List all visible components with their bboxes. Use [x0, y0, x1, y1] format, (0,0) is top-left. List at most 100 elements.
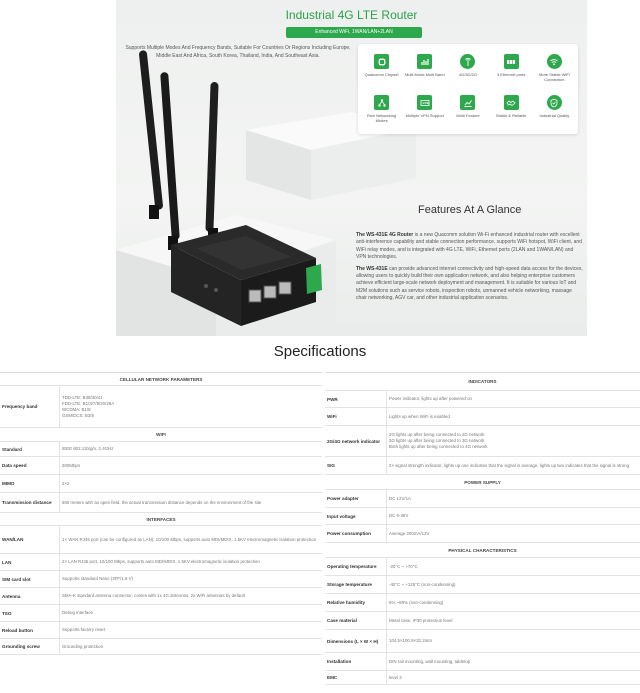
spec-value-line: IEEE 802.11b/g/n, 2.4GHz: [62, 446, 114, 451]
spec-key: Reload button: [0, 622, 60, 638]
glance-paragraph-2: The WS-431E can provide advanced interne…: [356, 266, 584, 303]
spec-value: Supports factory reset: [60, 622, 322, 638]
feature-stable: Stable & Reliable: [490, 89, 533, 130]
feature-multimode: Multi Mode Multi Band: [403, 48, 446, 89]
vpn-icon: [417, 95, 433, 110]
spec-value-line: 5% ~95% (non-condensing): [389, 599, 444, 605]
spec-key: Dimensions (L × W × H): [325, 630, 387, 652]
feature-label: More Stable WiFi Connection: [539, 72, 570, 82]
feature-qualcomm: Qualcomm Chipset: [360, 48, 403, 89]
spec-value-line: Power indicator, lights up after powered…: [389, 396, 472, 401]
hero-description: Supports Multiple Modes And Frequency Ba…: [125, 45, 351, 59]
wifi-icon: [546, 54, 562, 69]
spec-value-line: SMA-K standard antenna connector, comes …: [62, 593, 245, 598]
spec-value-line: FDD-LTE: B1/3/7/8/20/28A: [62, 400, 115, 406]
spec-value-line: -20°C ~ +70°C: [389, 563, 418, 569]
router-image: [116, 50, 416, 336]
spec-value-line: WCDMA: B1/8: [62, 406, 91, 412]
feature-networking: Rich Networking Modes: [360, 89, 403, 130]
feature-multi: Multi Feature: [446, 89, 489, 130]
spec-key: SIM card slot: [0, 571, 60, 587]
spec-value: Lights up when WiFi is enabled: [387, 408, 640, 425]
spec-value-line: DC 9-36V: [389, 513, 409, 518]
spec-row: Operating temperature-20°C ~ +70°C: [325, 558, 640, 576]
spec-value-line: 500 meters with an open field, the actua…: [62, 499, 262, 505]
spec-key: Case material: [325, 612, 387, 629]
spec-section-heading: CELLULAR NETWORK PARAMETERS: [0, 373, 322, 386]
specifications-title: Specifications: [273, 343, 367, 360]
glance-p1-text: is a new Quacomm solution Wi-Fi enhanced…: [356, 232, 582, 261]
spec-value: DC 9-36V: [387, 508, 640, 524]
spec-row: Storage temperature-40°C ~ +125°C (non-c…: [325, 576, 640, 594]
spec-value: Debug interface: [60, 605, 322, 621]
spec-value: SMA-K standard antenna connector, comes …: [60, 588, 322, 604]
spec-key: WiFi: [325, 408, 387, 425]
glance-text: The WS-431E 4G Router is a new Quacomm s…: [356, 232, 584, 307]
spec-value: Supports standard Nano (3FF/1.8 V): [60, 571, 322, 587]
spec-key: Power consumption: [325, 525, 387, 542]
feature-label: Multi Feature: [456, 113, 480, 118]
spec-value-line: Average 200mA/12V: [389, 530, 430, 536]
spec-key: PWR: [325, 391, 387, 407]
spec-value: 2×2: [60, 475, 322, 492]
spec-key: Grounding screw: [0, 639, 60, 654]
spec-value-line: -40°C ~ +125°C (non-condensing): [389, 581, 456, 587]
spec-value-line: TDD-LTE: B38/40/41: [62, 394, 103, 400]
spec-key: 2G/4G network indicator: [325, 426, 387, 456]
glance-p1-bold: The WS-431E 4G Router: [356, 232, 414, 238]
spec-value: 104.5×100.9×32.2mm: [387, 630, 640, 652]
spec-value-line: Supports standard Nano (3FF/1.8 V): [62, 576, 134, 581]
spec-key: MIMO: [0, 475, 60, 492]
spec-value-line: 2× LAN RJ45 port, 10/100 Mbps, supports …: [62, 559, 260, 564]
spec-key: Storage temperature: [325, 576, 387, 593]
feature-label: Multiple VPN Support: [405, 113, 444, 118]
spec-value: 5% ~95% (non-condensing): [387, 594, 640, 611]
ethernet-icon: [503, 54, 519, 69]
spec-value: -40°C ~ +125°C (non-condensing): [387, 576, 640, 593]
feature-label: Rich Networking Modes: [367, 113, 397, 123]
spec-value-line: Lights up when WiFi is enabled: [389, 413, 450, 419]
spec-value-line: 1× WAN RJ45 port (can be configured as L…: [62, 536, 317, 542]
spec-value-line: 104.5×100.9×32.2mm: [389, 638, 432, 643]
spec-value: Average 200mA/12V: [387, 525, 640, 542]
feature-label: Industrial Quality: [539, 113, 570, 118]
spec-value-line: 300Mbps: [62, 462, 81, 468]
feature-label: Qualcomm Chipset: [364, 72, 399, 77]
feature-label: Stable & Reliable: [495, 113, 527, 118]
spec-key: Input voltage: [325, 508, 387, 524]
shield-icon: [546, 95, 562, 110]
spec-value-line: GSM/DCS: B3/8: [62, 412, 94, 418]
feature-ethernet: 3 Ethernet ports: [490, 48, 533, 89]
spec-value: level 3: [387, 671, 640, 684]
handshake-icon: [503, 95, 519, 110]
spec-value: IEEE 802.11b/g/n, 2.4GHz: [60, 442, 322, 456]
spec-key: Data speed: [0, 457, 60, 474]
spec-value-line: 2× signal strength indicator, lights up …: [389, 462, 630, 468]
spec-value: Power indicator, lights up after powered…: [387, 391, 640, 407]
spec-section-heading: INDICATORS: [325, 373, 640, 391]
feature-icons-panel: Qualcomm Chipset Multi Mode Multi Band 4…: [358, 44, 578, 134]
glance-title: Features At A Glance: [418, 204, 522, 216]
spec-value-line: Supports factory reset: [62, 627, 105, 632]
spec-key: Transmission distance: [0, 493, 60, 512]
spec-value: 1× WAN RJ45 port (can be configured as L…: [60, 526, 322, 553]
feature-vpn: Multiple VPN Support: [403, 89, 446, 130]
